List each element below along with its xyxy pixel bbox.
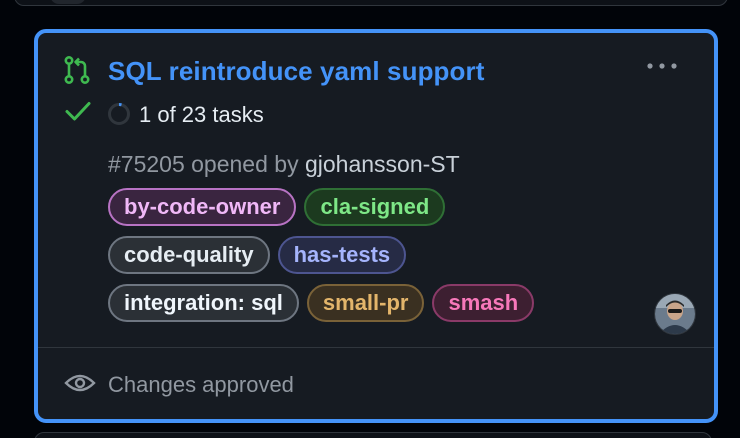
pr-number: #75205: [108, 151, 185, 177]
label-code-quality[interactable]: code-quality: [108, 236, 270, 274]
label-has-tests[interactable]: has-tests: [277, 236, 407, 274]
label-integration-sql[interactable]: integration: sql: [108, 284, 299, 322]
previous-card[interactable]: [14, 0, 728, 6]
eye-icon: [64, 374, 96, 392]
git-pull-request-icon: [64, 56, 90, 84]
author-link[interactable]: gjohansson-ST: [304, 151, 460, 177]
pull-request-card[interactable]: SQL reintroduce yaml support 1 of 23 tas…: [34, 29, 718, 423]
pr-meta: #75205 opened by gjohansson-ST: [108, 151, 460, 178]
next-card[interactable]: [34, 432, 712, 438]
task-progress[interactable]: 1 of 23 tasks: [139, 102, 264, 127]
check-icon[interactable]: [64, 99, 92, 123]
label-smash[interactable]: smash: [432, 284, 535, 322]
label-by-code-owner[interactable]: by-code-owner: [108, 188, 297, 226]
review-status[interactable]: Changes approved: [108, 372, 294, 397]
card-divider: [38, 347, 714, 348]
pr-title-link[interactable]: SQL reintroduce yaml support: [108, 56, 485, 86]
kebab-menu-icon[interactable]: [642, 58, 682, 74]
previous-card-control[interactable]: [50, 0, 86, 4]
label-cla-signed[interactable]: cla-signed: [304, 188, 446, 226]
opened-by-text: opened by: [191, 151, 299, 177]
progress-ring-icon: [108, 103, 130, 125]
avatar[interactable]: [654, 293, 696, 335]
label-small-pr[interactable]: small-pr: [306, 284, 425, 322]
